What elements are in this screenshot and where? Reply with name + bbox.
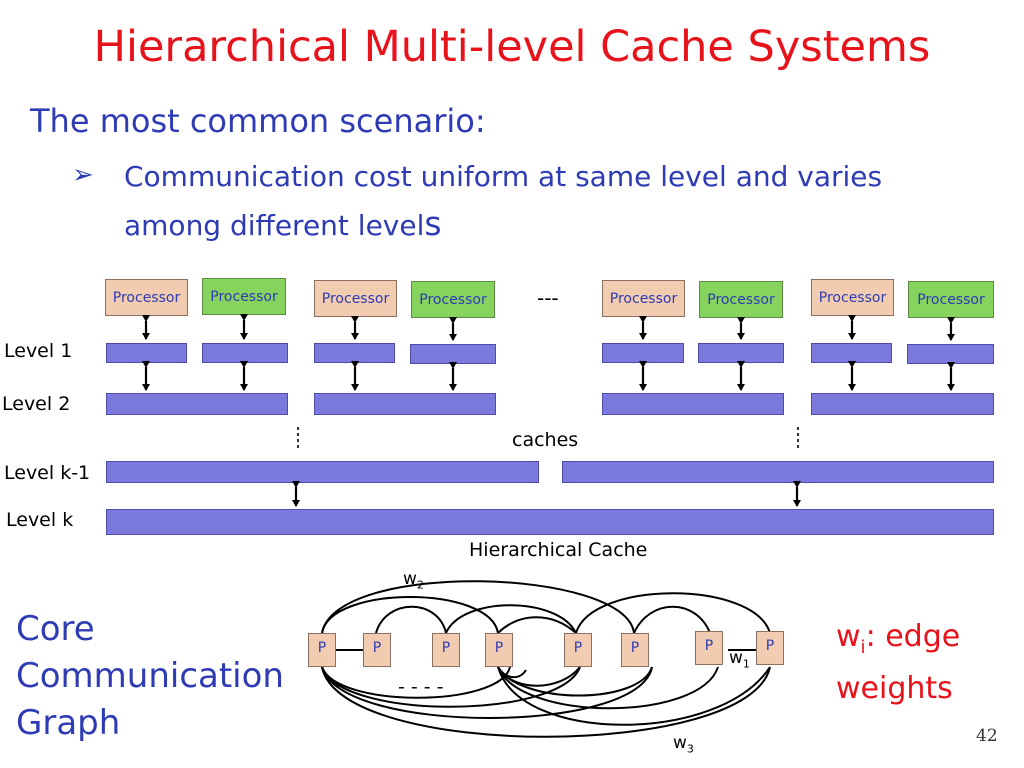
edge-weight-legend: wi: edge weights	[836, 616, 960, 709]
core-title-line-2: Communication	[16, 656, 284, 696]
processor-ellipsis: ---	[537, 286, 559, 310]
graph-node-6: P	[621, 633, 649, 667]
processor-6: Processor	[699, 281, 783, 318]
graph-edges	[321, 580, 771, 738]
core-communication-graph-title: Core Communication Graph	[16, 606, 284, 747]
graph-node-7: P	[695, 631, 723, 665]
core-title-line-3: Graph	[16, 703, 121, 743]
graph-node-5: P	[564, 633, 592, 667]
level-k-minus-1-label: Level k-1	[4, 462, 91, 484]
legend-line-1: wi: edge	[836, 619, 961, 658]
legend-line-2: weights	[836, 671, 953, 706]
processor-7: Processor	[811, 279, 894, 316]
hierarchy-arrows	[142, 314, 955, 507]
graph-node-3: P	[432, 633, 460, 667]
graph-node-1: P	[308, 633, 336, 667]
graph-node-2: P	[363, 633, 391, 667]
level-k-label: Level k	[6, 509, 74, 531]
graph-node-8: P	[756, 631, 784, 665]
level2-cache-1	[106, 393, 288, 415]
bullet-text-line-2: among different levels	[124, 204, 442, 243]
level2-cache-4	[811, 393, 994, 415]
graph-ellipsis: - - - -	[398, 676, 444, 698]
level-k-minus-1-cache-1	[106, 461, 539, 483]
bullet-text-line-2-end: s	[424, 204, 442, 243]
level-1-label: Level 1	[4, 340, 73, 362]
bullet-text-line-1: Communication cost uniform at same level…	[124, 160, 883, 193]
bullet-arrow-icon: ➢	[72, 160, 94, 190]
weight-w3-label: w3	[673, 733, 694, 756]
weight-w2-label: w2	[403, 569, 424, 592]
core-title-line-1: Core	[16, 609, 95, 649]
graph-node-4: P	[485, 633, 513, 667]
processor-4: Processor	[411, 281, 495, 318]
hierarchical-cache-caption: Hierarchical Cache	[469, 539, 648, 561]
slide-title: Hierarchical Multi-level Cache Systems	[93, 22, 931, 72]
caches-label: caches	[512, 429, 579, 451]
processor-2: Processor	[202, 278, 286, 315]
level-2-label: Level 2	[2, 393, 71, 415]
level-k-cache	[106, 509, 994, 535]
level2-cache-3	[602, 393, 784, 415]
bullet-text-line-2-main: among different level	[124, 209, 425, 242]
slide-subtitle: The most common scenario:	[30, 102, 486, 140]
weight-w1-label: w1	[729, 648, 750, 671]
dotted-continuation-lines	[297, 427, 799, 451]
processor-3: Processor	[314, 280, 397, 317]
level-k-minus-1-cache-2	[562, 461, 994, 483]
processor-5: Processor	[602, 280, 685, 317]
page-number: 42	[976, 726, 998, 746]
level2-cache-2	[314, 393, 496, 415]
processor-1: Processor	[105, 279, 188, 316]
